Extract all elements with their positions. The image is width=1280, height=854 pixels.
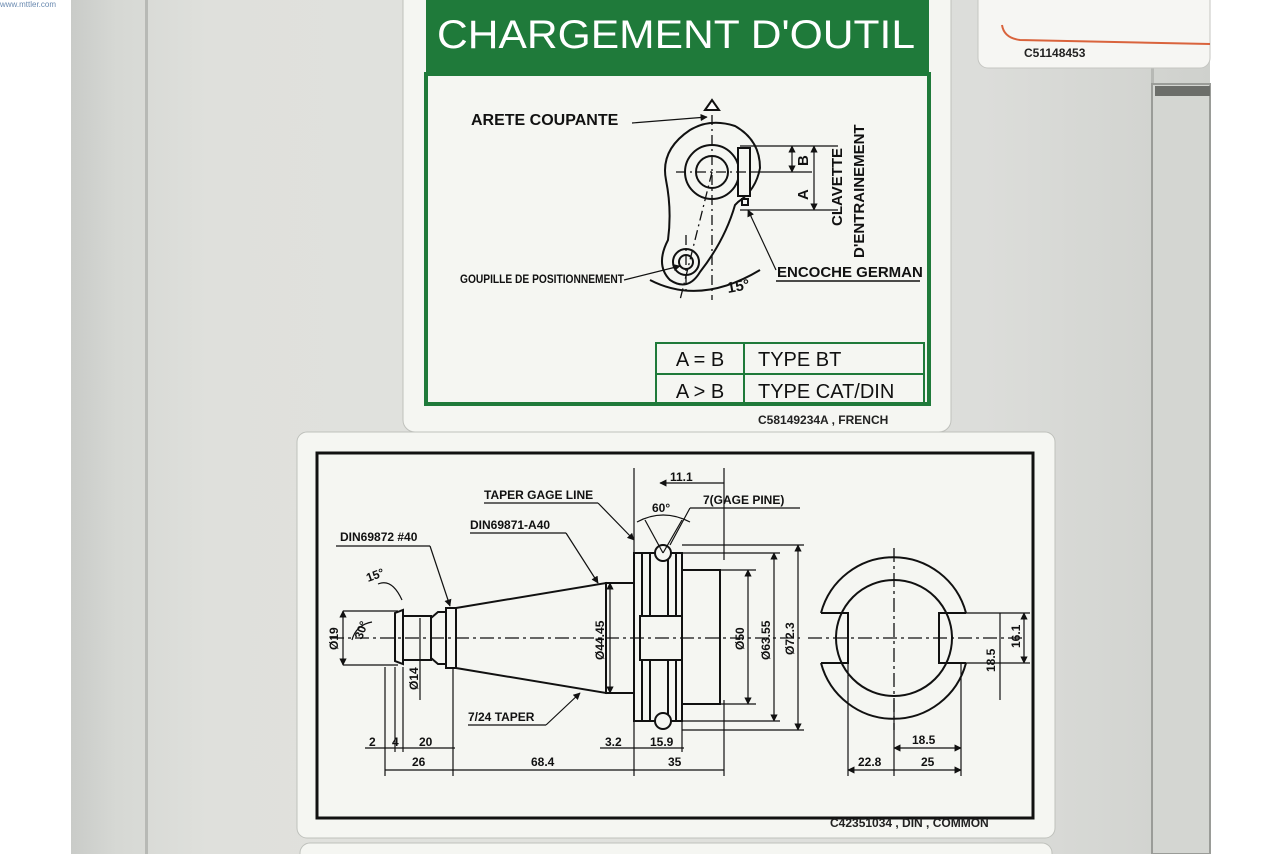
corner-watermark: www.mttler.com xyxy=(0,0,57,9)
callout-drive-key-1: CLAVETTE xyxy=(829,148,846,226)
callout-drive-key-2: D'ENTRAINEMENT xyxy=(851,124,868,258)
dim-bottom-2: 2 xyxy=(369,735,376,749)
dim-a: A xyxy=(795,189,812,200)
next-label-edge xyxy=(299,842,1053,854)
angle-15: 15° xyxy=(364,565,386,584)
table-condition-1: A = B xyxy=(676,349,724,371)
cabinet-panel-shadow xyxy=(1155,86,1210,96)
french-label-code: C58149234A , FRENCH xyxy=(758,413,888,427)
dim-bottom-32: 3.2 xyxy=(605,735,622,749)
dim-bottom-20: 20 xyxy=(419,735,433,749)
table-type-1: TYPE BT xyxy=(758,349,841,371)
dim-bottom-25: 25 xyxy=(921,755,935,769)
top-right-label-code: C51148453 xyxy=(1024,46,1086,60)
callout-locating-pin: GOUPILLE DE POSITIONNEMENT xyxy=(460,272,625,286)
dim-b: B xyxy=(795,155,812,166)
table-condition-2: A > B xyxy=(676,381,724,403)
din-frame xyxy=(315,451,1035,820)
toolholder-drawing xyxy=(394,544,721,730)
dim-d723: Ø72.3 xyxy=(783,622,797,655)
callout-angle: 15° xyxy=(726,276,751,297)
dim-bottom-35: 35 xyxy=(668,755,682,769)
label-din: TAPER GAGE LINE 7(GAGE PINE) DIN69871-A4… xyxy=(296,431,1056,839)
cabinet-panel xyxy=(1151,83,1211,854)
dim-bottom-4: 4 xyxy=(392,735,399,749)
dim-d19: Ø19 xyxy=(327,627,341,650)
dim-d4445: Ø44.45 xyxy=(593,620,607,660)
dim-bottom-26: 26 xyxy=(412,755,426,769)
spindle-drawing xyxy=(649,98,762,292)
top-right-label: C51148453 xyxy=(977,0,1211,69)
type-table: A = B TYPE BT A > B TYPE CAT/DIN xyxy=(655,342,925,406)
dim-bottom-185: 18.5 xyxy=(912,733,936,747)
french-title: CHARGEMENT D'OUTIL xyxy=(437,13,915,57)
table-type-2: TYPE CAT/DIN xyxy=(758,381,894,403)
angle-30: 30° xyxy=(352,619,371,641)
dim-d50: Ø50 xyxy=(733,627,747,650)
angle-60: 60° xyxy=(652,501,670,515)
dim-bottom-228: 22.8 xyxy=(858,755,882,769)
callout-german-notch: ENCOCHE GERMAN xyxy=(777,264,923,281)
french-title-bar xyxy=(426,0,929,74)
dim-d6355: Ø63.55 xyxy=(759,620,773,660)
callout-cutting-edge: ARETE COUPANTE xyxy=(471,112,619,129)
din-label-code: C42351034 , DIN , COMMON xyxy=(830,816,989,830)
callout-taper: 7/24 TAPER xyxy=(468,710,535,724)
dim-161: 16.1 xyxy=(1009,624,1023,648)
label-french: CHARGEMENT D'OUTIL xyxy=(402,0,952,433)
panel-seam xyxy=(145,0,148,854)
callout-gage-pin: 7(GAGE PINE) xyxy=(703,493,784,507)
dim-d14: Ø14 xyxy=(407,667,421,690)
dim-185-vertical: 18.5 xyxy=(984,648,998,672)
callout-din-a40: DIN69871-A40 xyxy=(470,518,550,532)
callout-taper-gage-line: TAPER GAGE LINE xyxy=(484,488,593,502)
callout-din-40: DIN69872 #40 xyxy=(340,530,418,544)
dim-bottom-159: 15.9 xyxy=(650,735,674,749)
dim-bottom-684: 68.4 xyxy=(531,755,555,769)
dim-111: 11.1 xyxy=(670,470,693,484)
